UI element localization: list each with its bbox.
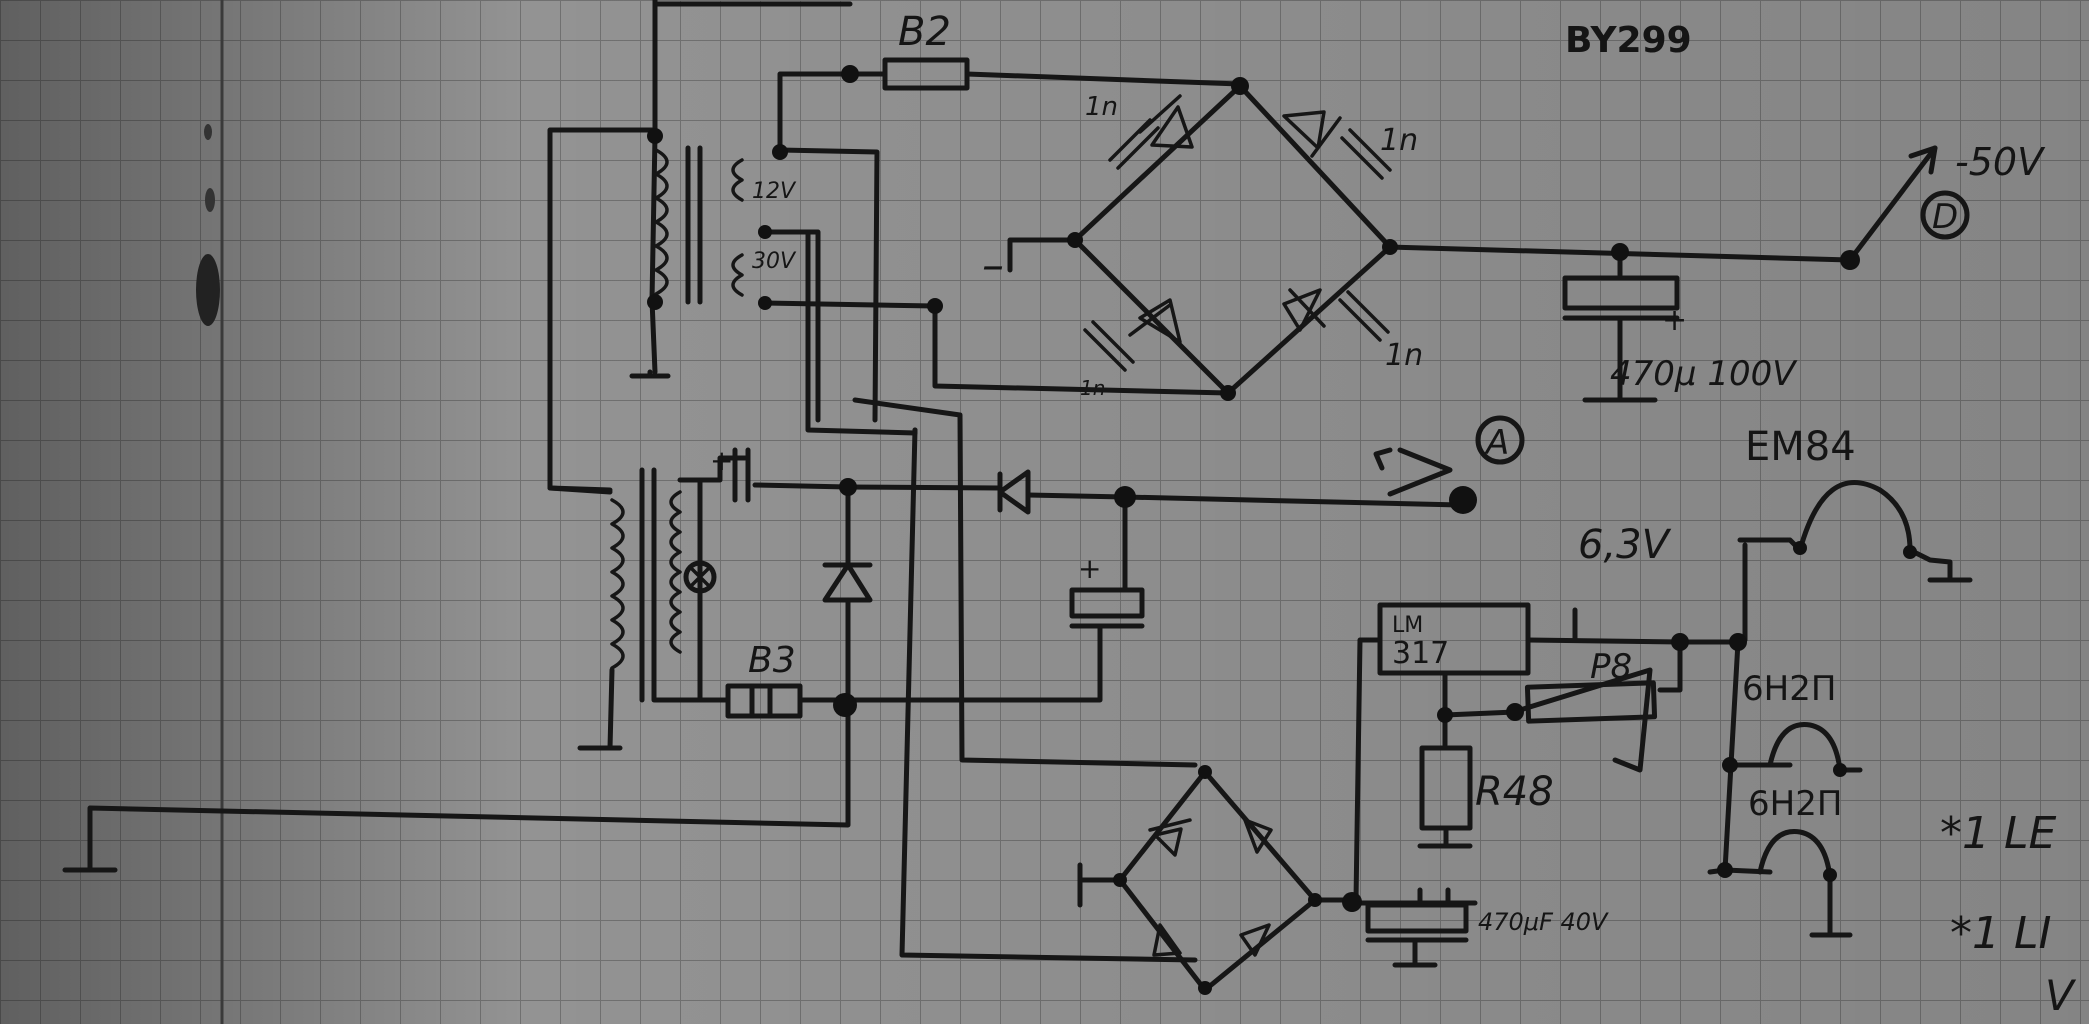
junction-nodes [647, 65, 1917, 995]
cap-polarity-plus: + [710, 444, 733, 477]
junction-node [1198, 765, 1212, 779]
junction-node [1717, 862, 1733, 878]
junction-node [839, 478, 857, 496]
junction-node [1114, 486, 1136, 508]
junction-node [647, 128, 663, 144]
junction-node [1840, 250, 1860, 270]
pilot-lamp-icon [683, 560, 717, 594]
resistor-r48: R48 [1417, 745, 1554, 849]
junction-node [1308, 893, 1322, 907]
cap-1n-label: 1n [1385, 338, 1423, 373]
junction-node [1903, 545, 1917, 559]
note-line: *1 LE [1940, 808, 2056, 859]
junction-node [647, 294, 663, 310]
filament-transformer [547, 467, 717, 751]
heater-voltage-label: 6,3V [1578, 522, 1672, 568]
junction-node [1793, 541, 1807, 555]
cap-polarity-plus: + [1662, 303, 1687, 338]
tube-6h2p-label: 6H2П [1742, 669, 1836, 709]
note-line: *1 LI [1950, 908, 2051, 959]
junction-node [927, 298, 943, 314]
regulator-label: LM [1392, 613, 1423, 638]
junction-node [1113, 873, 1127, 887]
binder-hole-mark [204, 124, 212, 140]
tube-6h2p-label: 6H2П [1748, 784, 1842, 824]
test-point-d-circle [1920, 190, 1970, 240]
junction-node [1722, 757, 1738, 773]
junction-node [1729, 633, 1747, 651]
fuse-b2-label: B2 [898, 9, 951, 55]
filter-capacitor: + [1069, 494, 1145, 629]
junction-node [1449, 486, 1477, 514]
junction-node [841, 65, 859, 83]
junction-node [1382, 239, 1398, 255]
junction-node [1671, 633, 1689, 651]
junction-node [1506, 703, 1524, 721]
junction-node [758, 296, 772, 310]
resistor-label: R48 [1475, 769, 1554, 815]
junction-node [1611, 243, 1629, 261]
capacitor-470uf-40v: 470μF 40V [1352, 887, 1609, 968]
potentiometer-label: P8 [1590, 647, 1632, 687]
fuse-b3-label: B3 [748, 640, 796, 681]
junction-node [1823, 868, 1837, 882]
junction-node [1231, 77, 1249, 95]
junction-node [1220, 385, 1236, 401]
voltage-label: -50V [1955, 140, 2046, 184]
junction-node [1067, 232, 1083, 248]
junction-node [772, 144, 788, 160]
cap-polarity-plus: + [1078, 552, 1101, 585]
binder-hole-mark [205, 188, 215, 212]
winding-12v-label: 12V [752, 179, 797, 204]
lm317-regulator: LM 317 [1353, 602, 1683, 903]
junction-node [1833, 763, 1847, 777]
bridge-minus-label: – [982, 240, 1004, 291]
test-point-a-circle [1475, 415, 1525, 465]
junction-node [1342, 892, 1362, 912]
tube-em84-label: EM84 [1745, 424, 1856, 470]
winding-30v-label: 30V [752, 249, 797, 274]
cap-1n-label: 1n [1085, 92, 1118, 122]
capacitor-470uf-label: 470μF 40V [1478, 908, 1609, 936]
capacitor-470u-100v: + 470μ 100V [1562, 249, 1798, 403]
junction-node [1437, 707, 1453, 723]
test-point-d-label: D [1932, 197, 1958, 237]
fuse-b3: B3 [652, 640, 848, 719]
cap-1n-label: 1n [1380, 123, 1418, 158]
capacitor-470u-label: 470μ 100V [1610, 354, 1798, 394]
potentiometer-p8: P8 [1442, 639, 1683, 773]
note-line: V [2045, 971, 2077, 1020]
test-point-a-label: A [1484, 423, 1509, 463]
junction-node [833, 693, 857, 717]
fuse-b2: B2 [847, 9, 1243, 91]
junction-node [758, 225, 772, 239]
diode-type-label: BY299 [1565, 20, 1692, 61]
junction-node [1198, 981, 1212, 995]
binder-hole-mark [196, 254, 220, 326]
regulator-label: 317 [1392, 636, 1449, 671]
